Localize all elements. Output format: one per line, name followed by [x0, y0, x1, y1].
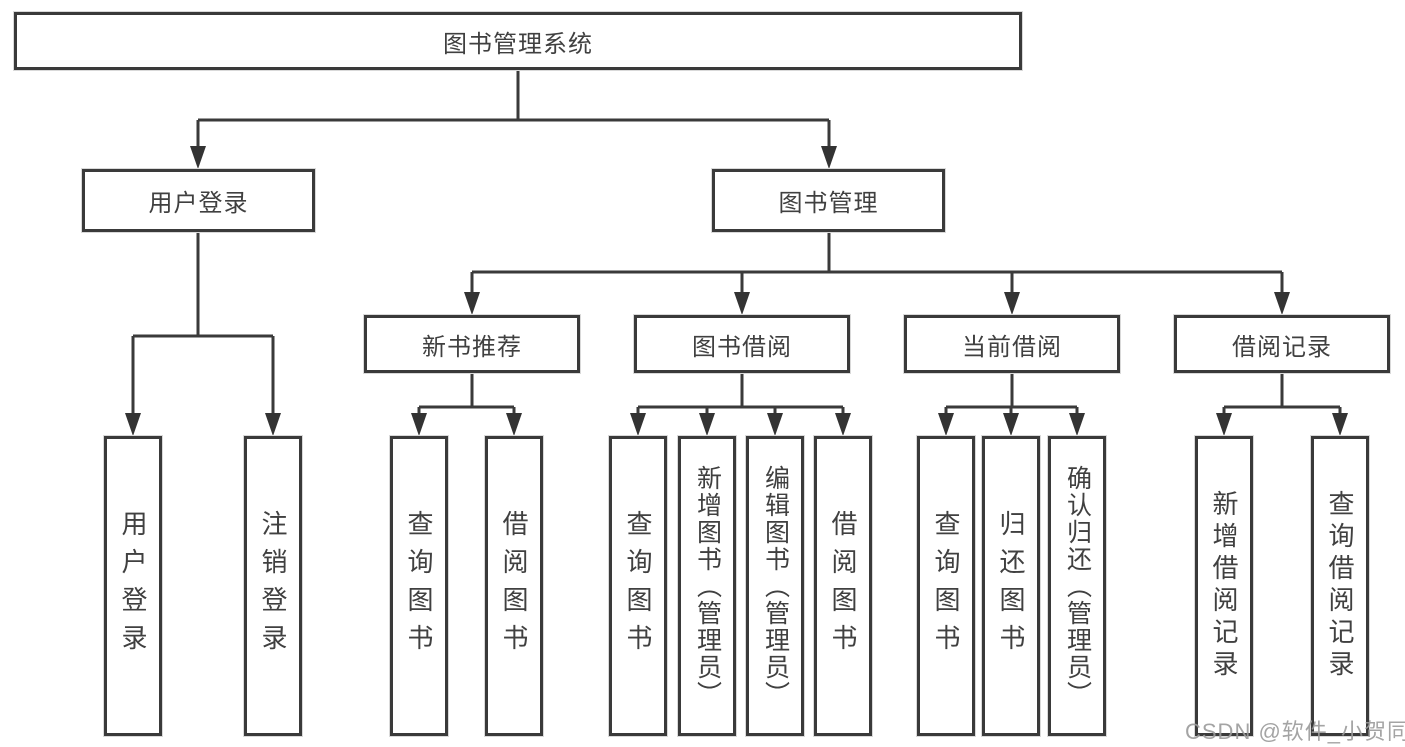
leaf-user-login: 用户登录	[104, 436, 162, 736]
node-book-borrow: 图书借阅	[634, 315, 850, 373]
node-label: 图书管理	[778, 190, 879, 217]
node-user-login: 用户登录	[82, 169, 315, 232]
node-label: 借阅图书	[828, 510, 858, 662]
node-label: 借阅记录	[1232, 333, 1332, 361]
node-borrow-records: 借阅记录	[1174, 315, 1390, 373]
node-label: 新增借阅记录	[1209, 490, 1239, 682]
node-root-system: 图书管理系统	[14, 12, 1022, 70]
node-new-book-recommend: 新书推荐	[364, 315, 580, 373]
node-label: 新增图书（管理员）	[693, 464, 722, 708]
leaf-current-query: 查询图书	[917, 436, 975, 736]
node-label: 用户登录	[148, 190, 249, 217]
leaf-logout: 注销登录	[244, 436, 302, 736]
leaf-borrow-edit-admin: 编辑图书（管理员）	[746, 436, 804, 736]
node-label: 新书推荐	[422, 333, 522, 361]
leaf-record-query: 查询借阅记录	[1311, 436, 1369, 736]
arrowhead-icons	[125, 146, 1348, 436]
leaf-current-return: 归还图书	[982, 436, 1040, 736]
node-label: 注销登录	[258, 510, 288, 662]
node-label: 图书借阅	[692, 333, 792, 361]
leaf-current-confirm-admin: 确认归还（管理员）	[1048, 436, 1106, 736]
csdn-watermark: CSDN @软件_小贺同学	[1185, 719, 1405, 744]
node-label: 确认归还（管理员）	[1063, 464, 1092, 708]
node-label: 查询图书	[404, 510, 434, 662]
node-label: 借阅图书	[499, 510, 529, 662]
leaf-borrow-add-admin: 新增图书（管理员）	[678, 436, 736, 736]
leaf-newbook-query: 查询图书	[390, 436, 448, 736]
node-label: 查询借阅记录	[1325, 490, 1355, 682]
node-label: 用户登录	[118, 510, 148, 662]
node-label: 图书管理系统	[443, 30, 593, 58]
leaf-newbook-borrow: 借阅图书	[485, 436, 543, 736]
node-label: 查询图书	[623, 510, 653, 662]
node-book-management: 图书管理	[712, 169, 945, 232]
leaf-record-add: 新增借阅记录	[1195, 436, 1253, 736]
node-label: 查询图书	[931, 510, 961, 662]
node-label: 当前借阅	[962, 333, 1062, 361]
node-current-borrow: 当前借阅	[904, 315, 1120, 373]
node-label: 编辑图书（管理员）	[761, 464, 790, 708]
leaf-borrow-query: 查询图书	[609, 436, 667, 736]
leaf-borrow-borrow: 借阅图书	[814, 436, 872, 736]
node-label: 归还图书	[996, 510, 1026, 662]
